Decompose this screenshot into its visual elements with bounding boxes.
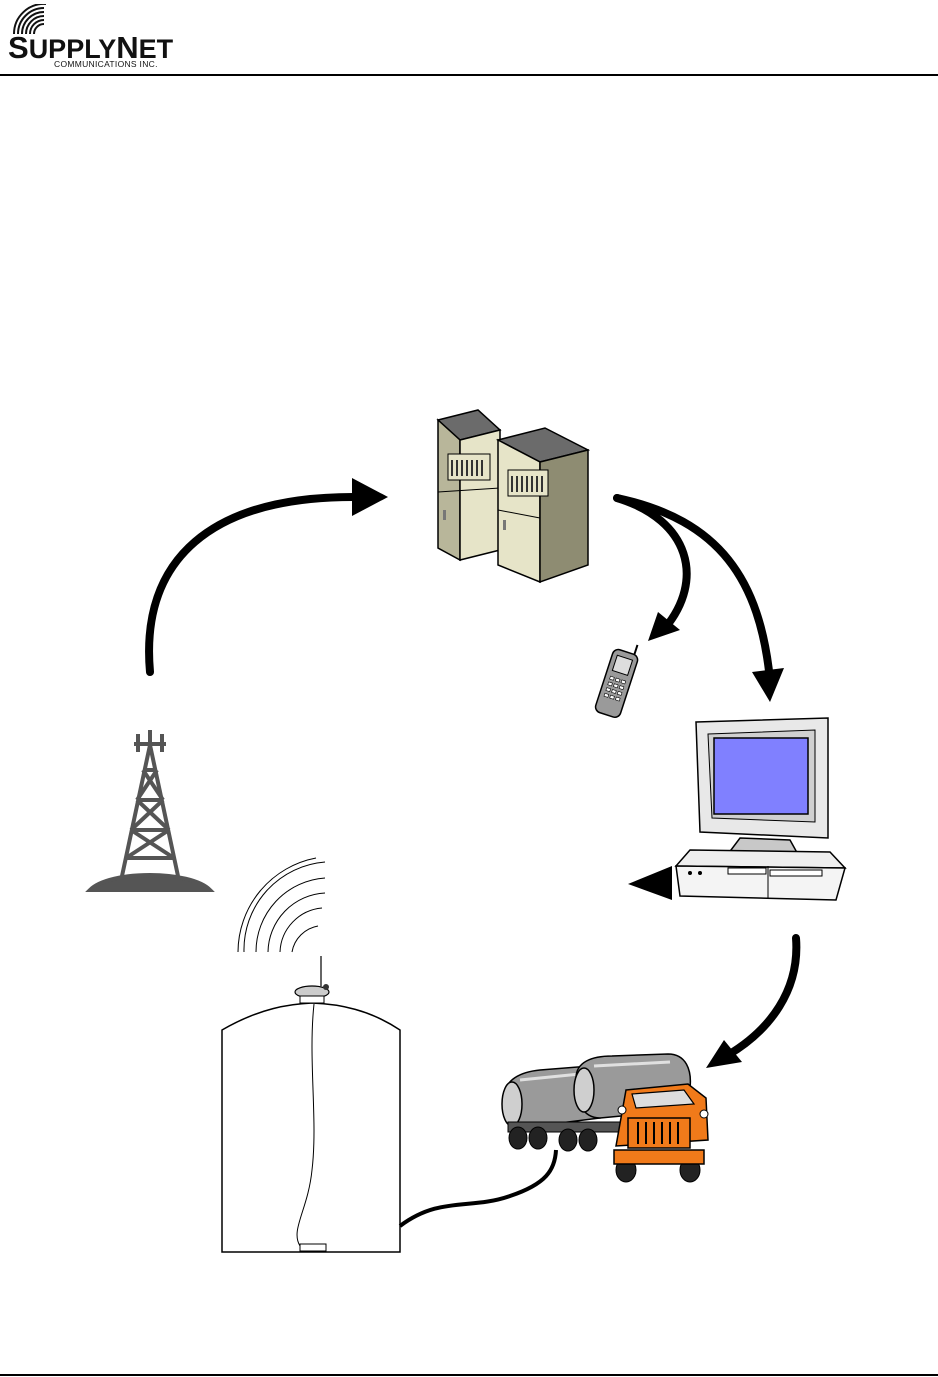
footer-divider	[0, 1374, 938, 1376]
desktop-computer-icon	[676, 718, 845, 900]
server-cabinets-icon	[438, 410, 588, 582]
arrowhead-computer	[752, 668, 784, 702]
arrowhead-server	[352, 478, 388, 516]
mobile-phone-icon	[594, 638, 642, 718]
arrow-computer-to-truck	[728, 938, 796, 1055]
arrowhead-computer-left	[628, 866, 672, 900]
arrow-server-to-computer	[617, 498, 770, 680]
hose-line	[400, 1150, 556, 1226]
radio-tower-icon	[90, 730, 210, 890]
tanker-truck-icon	[502, 1054, 708, 1182]
arrow-tower-to-server	[149, 497, 360, 672]
storage-tank-icon	[222, 858, 400, 1252]
